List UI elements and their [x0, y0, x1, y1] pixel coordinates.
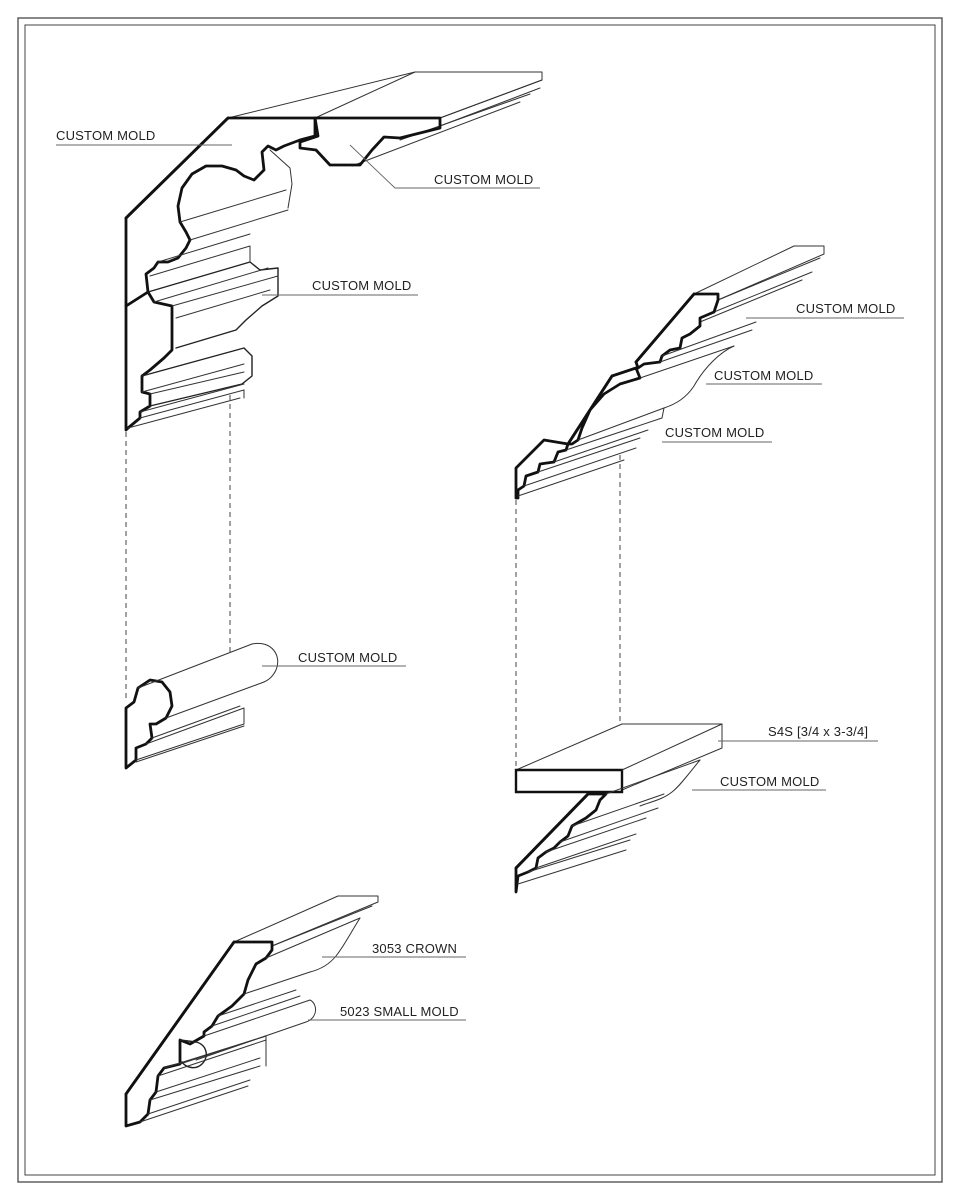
label-custom-mold-top-left-a: CUSTOM MOLD — [56, 128, 155, 143]
label-custom-mold-lower-right: CUSTOM MOLD — [720, 774, 819, 789]
label-s4s-board: S4S [3/4 x 3-3/4] — [768, 724, 868, 739]
callout-labels: CUSTOM MOLD CUSTOM MOLD CUSTOM MOLD CUST… — [56, 128, 895, 1019]
label-custom-mold-top-right-c: CUSTOM MOLD — [665, 425, 764, 440]
assembly-top-left — [124, 71, 543, 432]
label-3053-crown: 3053 CROWN — [372, 941, 457, 956]
label-custom-mold-top-right-a: CUSTOM MOLD — [796, 301, 895, 316]
page-border — [17, 17, 943, 1183]
label-custom-mold-top-right-b: CUSTOM MOLD — [714, 368, 813, 383]
assembly-lower-left — [124, 642, 279, 770]
projection-lines-right — [515, 455, 621, 772]
label-5023-small-mold: 5023 SMALL MOLD — [340, 1004, 459, 1019]
label-custom-mold-lower-left: CUSTOM MOLD — [298, 650, 397, 665]
label-custom-mold-top-left-b: CUSTOM MOLD — [434, 172, 533, 187]
assembly-lower-right — [514, 723, 723, 894]
leader-lines — [56, 144, 904, 1021]
assembly-top-right — [514, 245, 825, 500]
label-custom-mold-top-left-c: CUSTOM MOLD — [312, 278, 411, 293]
projection-lines-left — [125, 395, 231, 700]
